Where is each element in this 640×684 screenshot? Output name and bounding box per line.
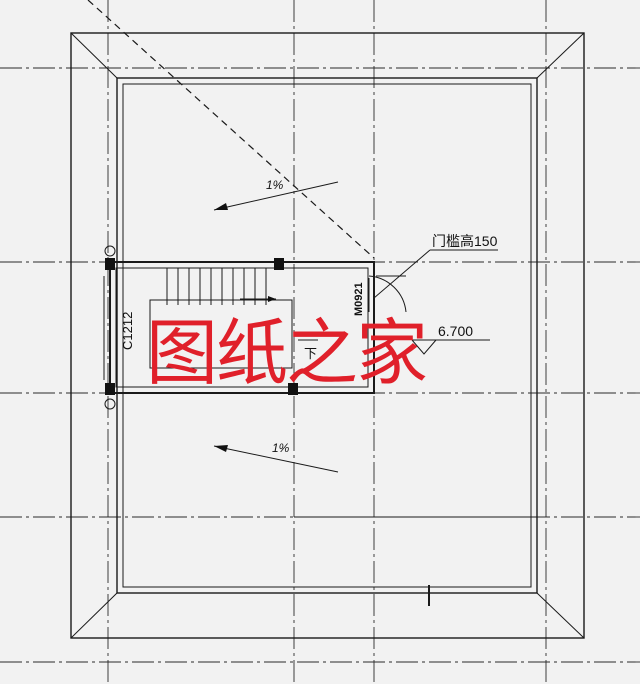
door-sill-note: 门槛高150 bbox=[432, 233, 498, 249]
elevation-label: 6.700 bbox=[438, 323, 473, 339]
building-outline bbox=[70, 32, 585, 639]
elevation-marker bbox=[411, 339, 490, 355]
column bbox=[105, 383, 115, 395]
watermark-text: 图纸之家 bbox=[146, 311, 426, 395]
slope-arrow-top bbox=[213, 181, 339, 211]
stair-treads bbox=[149, 268, 318, 369]
stair-enclosure bbox=[103, 245, 375, 410]
stair-down-label: 下 bbox=[304, 346, 317, 361]
column bbox=[274, 258, 284, 270]
column bbox=[105, 258, 115, 270]
roof-ridge-line bbox=[87, 0, 375, 259]
slope-arrow-bottom bbox=[213, 445, 339, 473]
slope-label-top: 1% bbox=[266, 178, 284, 192]
door-sill-leader bbox=[373, 249, 498, 299]
window-tag: C1212 bbox=[120, 312, 135, 350]
slope-label-bottom: 1% bbox=[272, 441, 290, 455]
column bbox=[288, 383, 298, 395]
door-tag: M0921 bbox=[353, 282, 365, 316]
door-swing bbox=[368, 275, 407, 313]
